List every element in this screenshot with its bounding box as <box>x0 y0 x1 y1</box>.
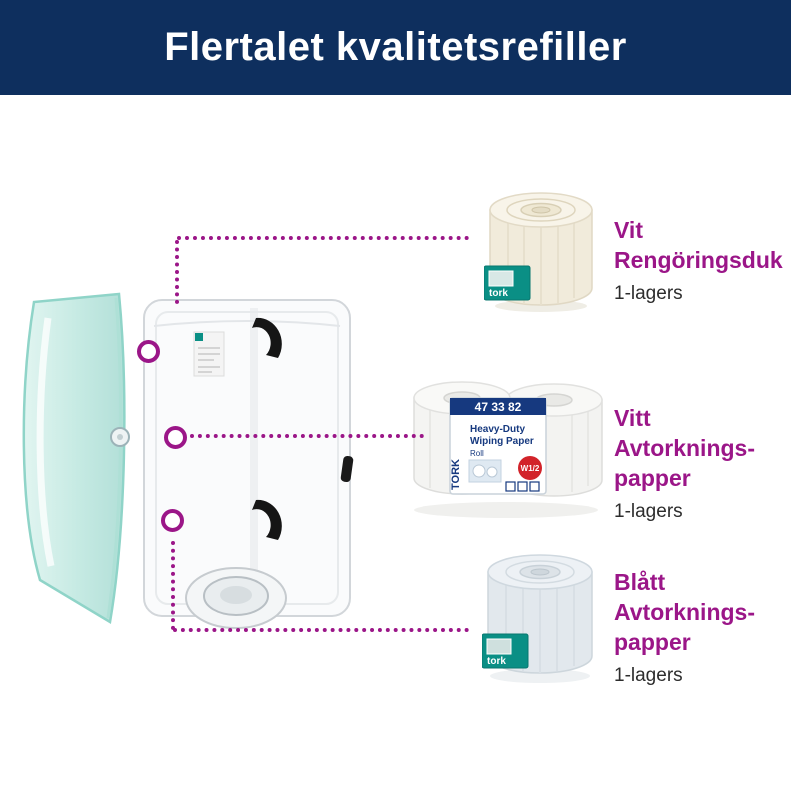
leader-line-3-vertical <box>171 541 175 630</box>
leader-line-2-horizontal <box>190 434 424 438</box>
dispenser-body <box>143 299 354 617</box>
roll-core <box>531 206 551 214</box>
latch-hook-bottom <box>252 499 282 540</box>
refill-label-white-wiping-paper: Vitt Avtorknings- papper 1-lagers <box>614 403 789 524</box>
leader-line-3-horizontal <box>173 628 469 632</box>
header-banner: Flertalet kvalitetsrefiller <box>0 0 791 95</box>
leader-line-1-horizontal <box>177 236 469 240</box>
pack-format: Roll <box>470 449 484 458</box>
callout-dot-1 <box>137 340 160 363</box>
tork-logo: tork <box>489 288 508 299</box>
dispenser-dome <box>185 567 287 629</box>
refill-name-line: Avtorknings- <box>614 599 755 625</box>
dispenser-cover <box>22 292 130 625</box>
roll-core <box>530 568 550 576</box>
dispenser-illustration <box>22 292 354 629</box>
pack-label-icons <box>505 481 540 492</box>
pack-label: 47 33 82 TORK Heavy-Duty Wiping Paper Ro… <box>449 397 547 495</box>
refill-label-white-cleaning-cloth: Vit Rengöringsduk 1-lagers <box>614 215 789 306</box>
pack-product-line-1: Heavy-Duty <box>470 424 525 435</box>
w-compatibility-badge <box>518 456 542 480</box>
refill-layers: 1-lagers <box>614 283 683 304</box>
tork-label: tork <box>482 633 529 669</box>
callout-dot-3 <box>161 509 184 532</box>
page-title: Flertalet kvalitetsrefiller <box>164 25 627 69</box>
refill-name-line: Blått <box>614 569 666 595</box>
refill-layers: 1-lagers <box>614 665 683 686</box>
refill-name-line: Vit <box>614 217 643 243</box>
leader-line-1-vertical <box>175 240 179 304</box>
product-white-cleaning-cloth-roll: tork <box>484 192 593 312</box>
tork-label: tork <box>484 265 531 301</box>
refill-name-line: papper <box>614 465 691 491</box>
article-number: 47 33 82 <box>475 400 522 414</box>
refill-name-line: papper <box>614 629 691 655</box>
latch-hook-top <box>252 317 282 358</box>
tork-logo: tork <box>487 656 506 667</box>
refill-name-line: Rengöringsduk <box>614 247 783 273</box>
refill-name-line: Vitt <box>614 405 651 431</box>
refill-label-blue-wiping-paper: Blått Avtorknings- papper 1-lagers <box>614 567 789 688</box>
refill-layers: 1-lagers <box>614 501 683 522</box>
w-badge-text: W1/2 <box>521 464 540 473</box>
callout-dot-2 <box>164 426 187 449</box>
product-blue-wiping-paper-roll: tork <box>482 554 593 683</box>
product-white-wiping-paper-pack: 47 33 82 TORK Heavy-Duty Wiping Paper Ro… <box>413 381 603 518</box>
pack-product-line-2: Wiping Paper <box>470 436 534 447</box>
side-clip <box>340 455 354 483</box>
refill-name-line: Avtorknings- <box>614 435 755 461</box>
pack-brand: TORK <box>450 459 462 490</box>
instruction-label <box>193 331 225 377</box>
